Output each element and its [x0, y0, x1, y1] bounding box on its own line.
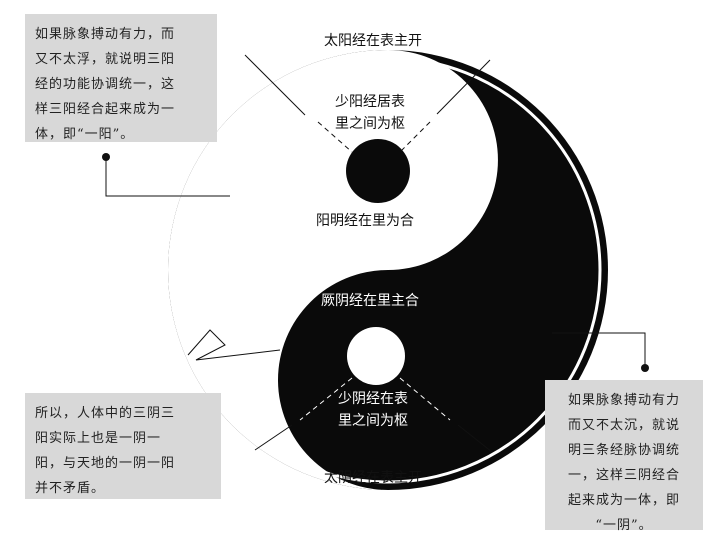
note-line: 阳实际上也是一阴一	[35, 431, 162, 446]
label-shaoyang-1: 少阳经居表	[335, 94, 405, 110]
label-shaoyin-2: 里之间为枢	[338, 413, 408, 429]
note-line: 所以，人体中的三阴三	[35, 406, 176, 421]
taiji-symbol	[168, 50, 608, 490]
note-top-left: 如果脉象搏动有力，而 又不太浮，就说明三阳 经的功能协调统一，这 样三阳经合起来…	[25, 14, 217, 142]
note-line: 样三阳经合起来成为一	[35, 102, 176, 117]
note-line: 起来成为一体，即	[567, 493, 680, 508]
bottom-right-pointer	[457, 424, 493, 453]
label-taiyin: 太阴经在表主开	[324, 470, 422, 486]
note-line: 如果脉象搏动有力，而	[35, 27, 176, 42]
lower-dash-left	[299, 377, 353, 421]
note-line: 明三条经脉协调统	[567, 443, 680, 458]
bottom-left-pointer	[254, 424, 293, 451]
yin-dot	[346, 139, 410, 203]
lower-dash-right	[399, 377, 451, 421]
upper-dash-left	[317, 121, 353, 153]
bottom-right-leader	[552, 332, 646, 368]
note-line: “一阴”。	[595, 518, 653, 533]
bottom-right-note-dot	[641, 364, 649, 372]
note-line: 如果脉象搏动有力	[567, 393, 680, 408]
note-line: 并不矛盾。	[35, 481, 106, 496]
yang-region	[168, 50, 498, 490]
note-line: 阳，与天地的一阴一阳	[35, 456, 176, 471]
bottom-left-leader	[187, 329, 281, 361]
note-line: 一，这样三阴经合	[567, 468, 680, 483]
note-line: 而又不太沉，就说	[567, 418, 680, 433]
top-left-pointer	[244, 54, 306, 116]
note-line: 又不太浮，就说明三阳	[35, 52, 176, 67]
label-shaoyang-2: 里之间为枢	[335, 116, 405, 132]
yang-dot	[347, 327, 405, 385]
note-bottom-left: 所以，人体中的三阴三 阳实际上也是一阴一 阳，与天地的一阴一阳 并不矛盾。	[25, 393, 221, 499]
label-taiyang: 太阳经在表主开	[324, 33, 422, 49]
rim-band	[174, 56, 602, 484]
note-line: 经的功能协调统一，这	[35, 77, 176, 92]
note-line: 体，即“一阳”。	[35, 127, 135, 142]
label-yangming: 阳明经在里为合	[316, 213, 414, 229]
top-right-pointer	[436, 59, 491, 115]
upper-dash-right	[401, 121, 431, 151]
top-left-leader	[105, 157, 230, 197]
label-jueyin: 厥阴经在里主合	[321, 293, 419, 309]
label-shaoyin-1: 少阴经在表	[338, 391, 408, 407]
note-bottom-right: 如果脉象搏动有力 而又不太沉，就说 明三条经脉协调统 一，这样三阴经合 起来成为…	[545, 380, 703, 533]
